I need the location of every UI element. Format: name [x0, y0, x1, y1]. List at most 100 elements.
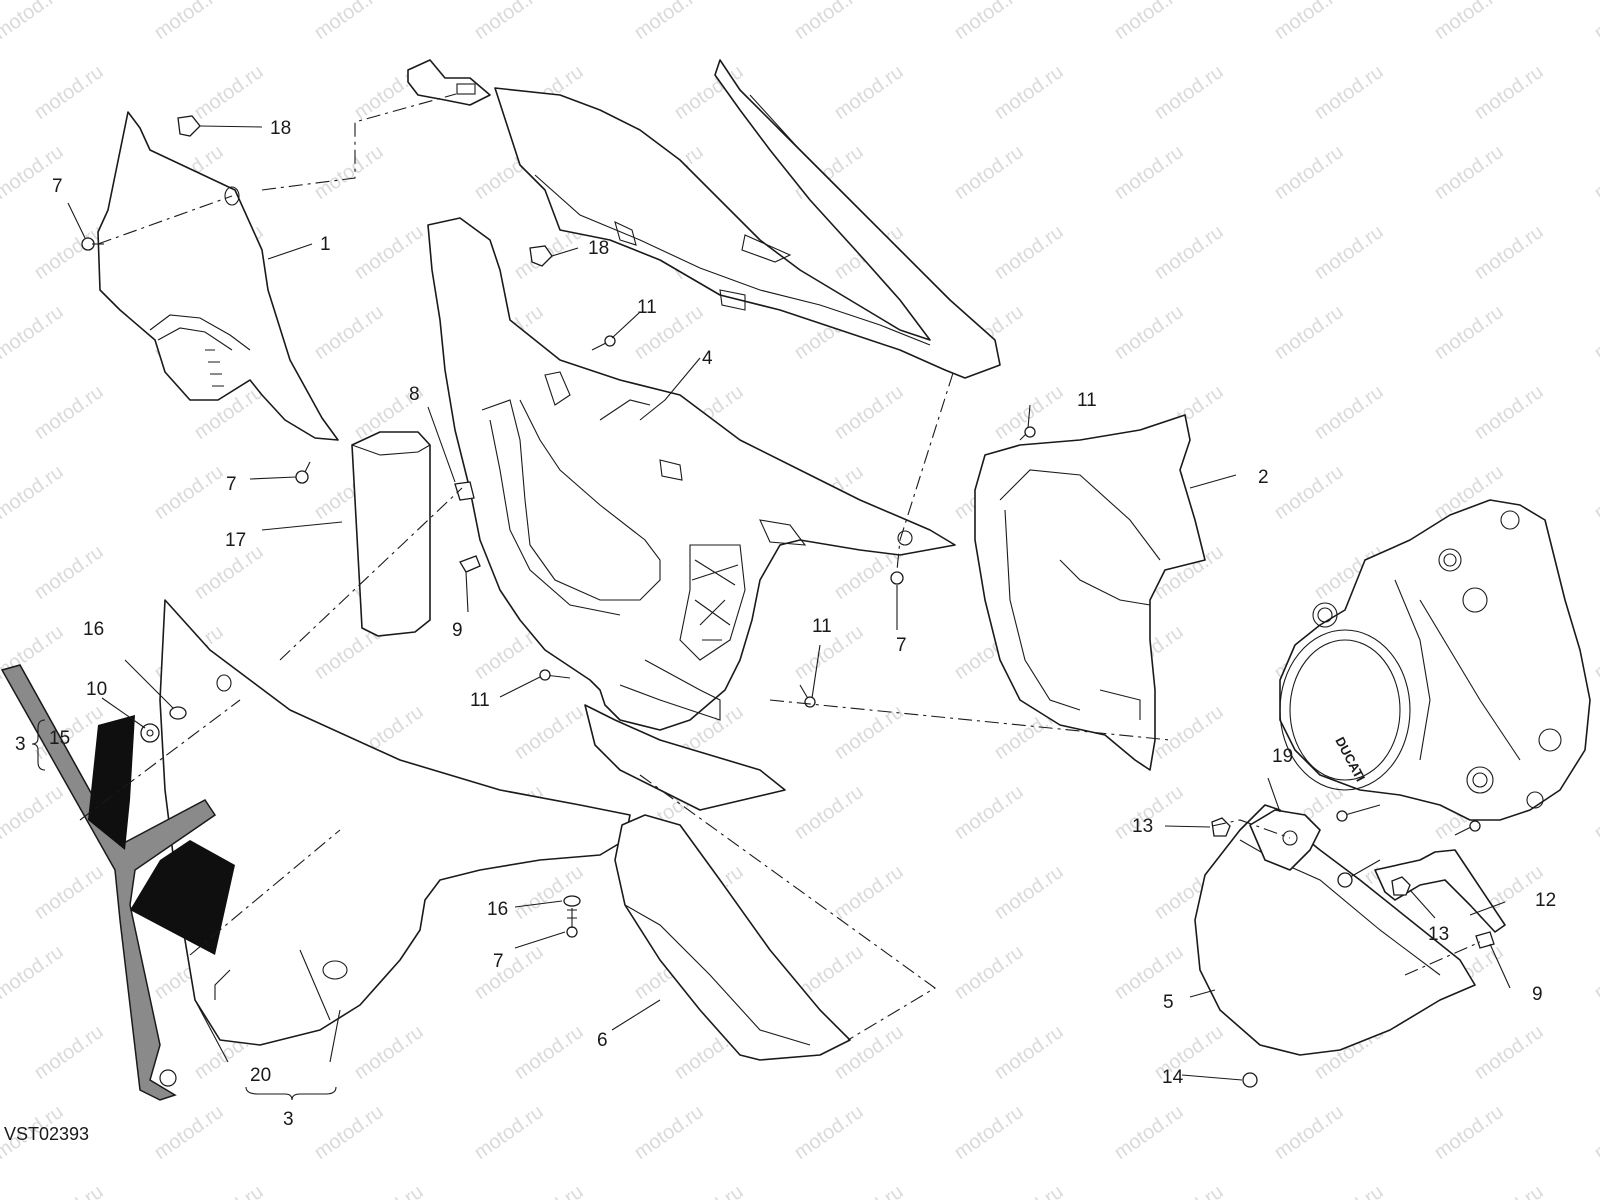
- watermark-text: motod.ru: [1470, 221, 1547, 284]
- screw-11-d: [799, 684, 816, 708]
- watermark-text: motod.ru: [830, 861, 907, 924]
- nut-13-a: [1211, 817, 1231, 837]
- watermark-text: motod.ru: [0, 461, 68, 524]
- watermark-text: motod.ru: [830, 701, 907, 764]
- callout-11-lower-left: 11: [470, 690, 490, 711]
- watermark-text: motod.ru: [350, 1021, 427, 1084]
- watermark-text: motod.ru: [830, 61, 907, 124]
- part-4-inner-panel: [427, 217, 956, 731]
- watermark-text: motod.ru: [470, 0, 547, 44]
- callout-11-upper: 11: [637, 297, 657, 318]
- leader-lines: [31, 125, 1511, 1101]
- watermark-text: motod.ru: [510, 701, 587, 764]
- watermark-text: motod.ru: [990, 1181, 1067, 1200]
- watermark-text: motod.ru: [470, 941, 547, 1004]
- watermark-text: motod.ru: [1310, 1181, 1387, 1200]
- bolt-engine-b: [1454, 820, 1481, 836]
- watermark-text: motod.ru: [1590, 781, 1600, 844]
- callouts: 18 7 1 18 11 4 8 11 7 2 17 9 11 7 16 10 …: [15, 118, 1556, 1130]
- part-1-side-panel: [97, 111, 339, 441]
- watermark-text: motod.ru: [1150, 701, 1227, 764]
- screw-7-a: [81, 237, 104, 251]
- callout-3-left: 3: [15, 734, 26, 755]
- watermark-text: motod.ru: [950, 141, 1027, 204]
- watermark-text: motod.ru: [990, 1021, 1067, 1084]
- watermark-text: motod.ru: [1590, 301, 1600, 364]
- watermark-text: motod.ru: [1270, 461, 1347, 524]
- engine-clutch-cover: DUCATI: [1279, 499, 1591, 821]
- callout-16-right: 16: [487, 899, 508, 920]
- clip-9-left: [459, 555, 481, 573]
- watermark-text: motod.ru: [950, 1101, 1027, 1164]
- watermark-text: motod.ru: [1590, 0, 1600, 44]
- bolt-engine-a: [1336, 804, 1381, 822]
- watermark-text: motod.ru: [350, 221, 427, 284]
- watermark-text: motod.ru: [30, 221, 107, 284]
- callout-7-upper-left: 7: [52, 176, 63, 197]
- callout-8: 8: [409, 384, 420, 405]
- watermark-text: motod.ru: [1590, 141, 1600, 204]
- watermark-text: motod.ru: [1470, 1181, 1547, 1200]
- watermark-text: motod.ru: [950, 781, 1027, 844]
- watermark-text: motod.ru: [1590, 461, 1600, 524]
- watermark-text: motod.ru: [830, 381, 907, 444]
- callout-1: 1: [320, 234, 331, 255]
- decal-20-y-sticker: [0, 664, 217, 1101]
- callout-4: 4: [702, 348, 713, 369]
- watermark-text: motod.ru: [310, 141, 387, 204]
- lower-deflector: [584, 704, 786, 811]
- callout-11-right: 11: [1077, 390, 1097, 411]
- screw-7-d: [566, 908, 578, 938]
- part-6-lower-cover: [614, 814, 851, 1061]
- clip-top: [407, 59, 491, 106]
- watermark-text: motod.ru: [1270, 301, 1347, 364]
- watermark-text: motod.ru: [670, 1181, 747, 1200]
- screw-14: [1242, 1072, 1258, 1088]
- watermark-text: motod.ru: [1430, 141, 1507, 204]
- callout-15: 15: [49, 728, 70, 749]
- clip-9-right: [1475, 931, 1495, 949]
- bolt-19: [1337, 859, 1381, 888]
- callout-14: 14: [1162, 1067, 1184, 1088]
- screw-11-a: [591, 335, 616, 351]
- callout-3-bottom: 3: [283, 1109, 294, 1130]
- watermark-text: motod.ru: [1470, 381, 1547, 444]
- callout-9-right: 9: [1532, 984, 1543, 1005]
- watermark-text: motod.ru: [0, 301, 68, 364]
- watermark-text: motod.ru: [1150, 221, 1227, 284]
- washer-16-left: [169, 706, 187, 720]
- watermark-text: motod.ru: [510, 861, 587, 924]
- watermark-text: motod.ru: [150, 461, 227, 524]
- upper-fairing-panel: [494, 59, 1001, 379]
- watermark-text: motod.ru: [1310, 221, 1387, 284]
- callout-7-lower: 7: [493, 951, 504, 972]
- callout-11-lower-right: 11: [812, 616, 832, 637]
- watermark-text: motod.ru: [1470, 61, 1547, 124]
- watermark-text: motod.ru: [310, 1101, 387, 1164]
- watermark-text: motod.ru: [990, 861, 1067, 924]
- watermark-text: motod.ru: [150, 1101, 227, 1164]
- callout-6: 6: [597, 1030, 608, 1051]
- watermark-text: motod.ru: [830, 1181, 907, 1200]
- watermark-text: motod.ru: [0, 781, 68, 844]
- screw-11-c: [539, 669, 571, 681]
- watermark-text: motod.ru: [1150, 1181, 1227, 1200]
- watermark-text: motod.ru: [310, 301, 387, 364]
- part-3-side-panel: [159, 599, 631, 1046]
- part-5-lower-shell: [1194, 804, 1476, 1056]
- screw-7-b: [295, 461, 311, 484]
- watermark-text: motod.ru: [0, 941, 68, 1004]
- watermark-text: motod.ru: [30, 541, 107, 604]
- callout-10: 10: [86, 679, 107, 700]
- callout-17: 17: [225, 530, 246, 551]
- watermark-text: motod.ru: [950, 941, 1027, 1004]
- callout-7-mid-left: 7: [226, 474, 237, 495]
- watermark-text: motod.ru: [1270, 1101, 1347, 1164]
- clip-8: [454, 481, 475, 501]
- watermark-text: motod.ru: [150, 0, 227, 44]
- watermark-text: motod.ru: [310, 0, 387, 44]
- grommet-18-mid: [529, 245, 553, 267]
- watermark-text: motod.ru: [990, 221, 1067, 284]
- watermark-text: motod.ru: [1270, 0, 1347, 44]
